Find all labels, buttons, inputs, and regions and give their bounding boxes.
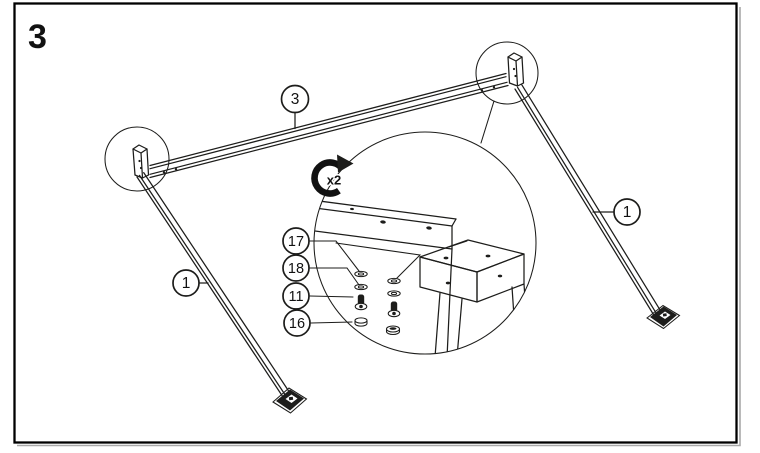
detail-view: x2: [311, 100, 537, 355]
callout-part18: 18: [282, 254, 360, 286]
left-rail: [136, 171, 291, 398]
detail-connector-line: [480, 100, 495, 144]
callout-crossbar: 3: [280, 84, 310, 130]
right-corner-bracket: [507, 52, 525, 87]
left-foot: [272, 387, 308, 414]
border-shadow: [17, 7, 741, 447]
screw-hole-dot: [492, 86, 496, 89]
x2-label: x2: [327, 173, 341, 188]
cap-16-icon: [354, 317, 368, 327]
svg-text:3: 3: [291, 91, 300, 108]
right-foot: [646, 304, 681, 330]
callout-part16: 16: [283, 309, 353, 337]
callout-part11: 11: [282, 282, 354, 310]
svg-text:1: 1: [623, 204, 632, 221]
callout-left-rail: 1: [172, 269, 209, 297]
fastener-stack-left: [354, 270, 368, 327]
svg-text:11: 11: [288, 289, 303, 305]
page-border: [13, 2, 738, 444]
step-number: 3: [28, 18, 47, 56]
right-corner-zoom-circle: [475, 41, 539, 105]
screw-hole-dot: [162, 171, 166, 174]
left-corner-bracket: [132, 144, 150, 179]
callout-part17: 17: [282, 227, 422, 279]
left-corner-zoom-circle: [104, 126, 170, 192]
svg-text:17: 17: [288, 234, 304, 250]
svg-text:18: 18: [288, 261, 304, 277]
frame-illustration: [104, 41, 681, 414]
callout-right-rail: 1: [592, 198, 641, 226]
washer-18-icon: [354, 283, 368, 291]
svg-text:16: 16: [289, 316, 305, 332]
cap-16-icon: [385, 325, 401, 336]
bolt-11-icon: [354, 294, 368, 311]
detail-zoom-circle: [313, 131, 537, 355]
detail-beam: [314, 198, 457, 250]
screw-hole-dot: [174, 168, 178, 171]
callouts: 3 1 1 17 18 11: [172, 84, 641, 337]
rotate-x2-icon: x2: [311, 154, 354, 197]
crossbar: [149, 72, 509, 179]
washer-18-icon: [387, 290, 401, 297]
fastener-stack-right: [385, 277, 401, 336]
svg-text:1: 1: [182, 275, 191, 292]
washer-17-icon: [387, 277, 401, 285]
bolt-11-icon: [387, 301, 401, 318]
washer-17-icon: [354, 270, 368, 278]
detail-contents: [314, 198, 529, 354]
right-rail: [514, 84, 663, 318]
